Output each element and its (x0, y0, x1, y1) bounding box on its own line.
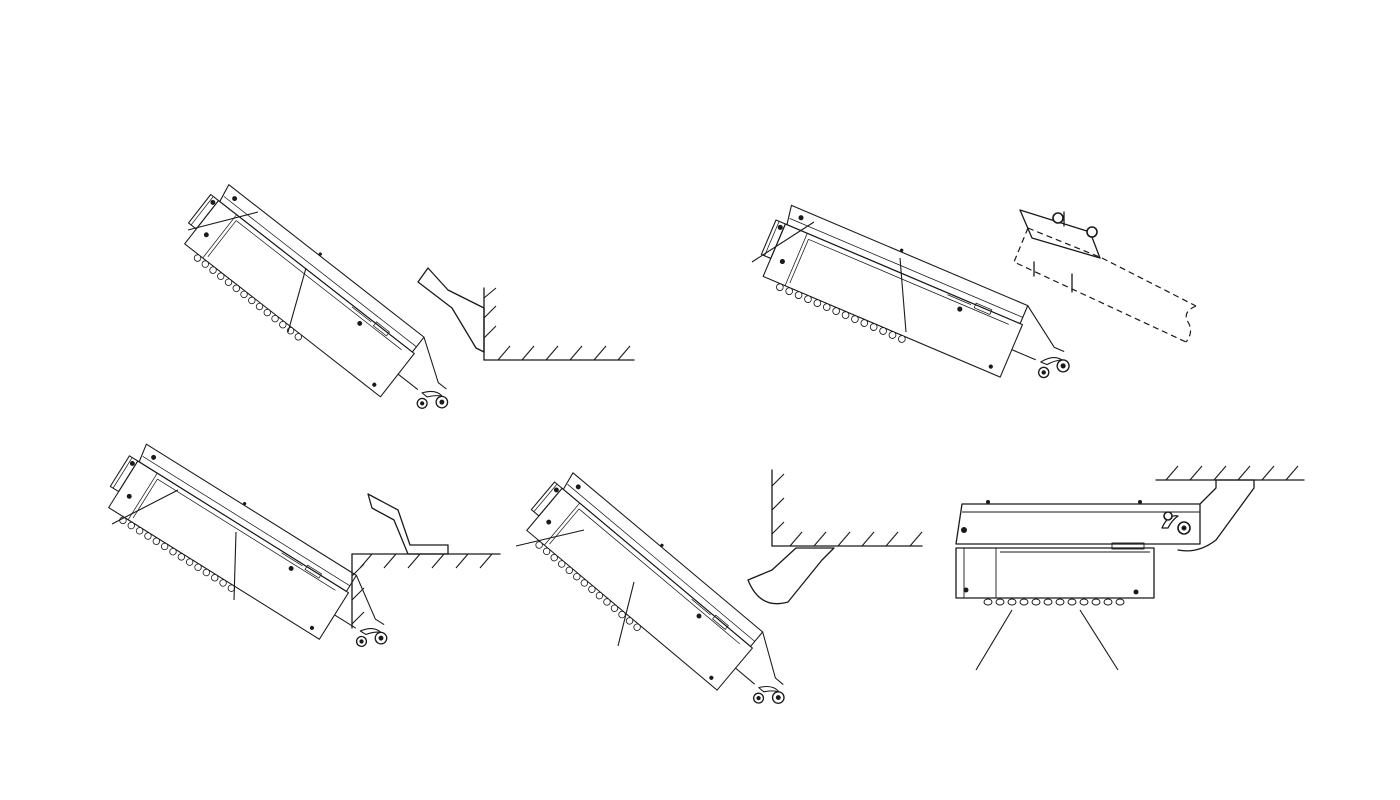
fixture-5 (955, 500, 1201, 606)
leader-line (975, 609, 1013, 671)
leader-line (187, 211, 259, 231)
leader-line (751, 221, 815, 263)
view-wall-corner-mount (514, 464, 923, 733)
view-wall-mount (172, 176, 635, 438)
corner-surface (771, 469, 923, 547)
floor-bracket (367, 493, 449, 555)
leader-line (287, 267, 307, 333)
pole-outline (1013, 227, 1197, 343)
view-floor-edge-mount (96, 436, 501, 676)
ceiling-bracket (1177, 479, 1255, 552)
view-pole-mount (750, 198, 1197, 408)
leader-line (111, 489, 179, 525)
view-ceiling-mount (955, 465, 1305, 671)
fixture-3 (96, 436, 410, 676)
leader-line (1079, 609, 1119, 671)
fixture-4 (514, 464, 812, 733)
ceiling-surface (1155, 465, 1305, 481)
wall-bracket (417, 267, 485, 353)
leader-line (617, 581, 635, 647)
leader-line (233, 531, 237, 601)
wall-surface (483, 287, 635, 361)
leader-line (899, 257, 907, 333)
corner-bracket (747, 547, 835, 605)
pole-clamp (1019, 209, 1101, 293)
floor-surface (351, 553, 501, 629)
leader-line (515, 529, 585, 547)
fixture-1 (172, 176, 474, 438)
